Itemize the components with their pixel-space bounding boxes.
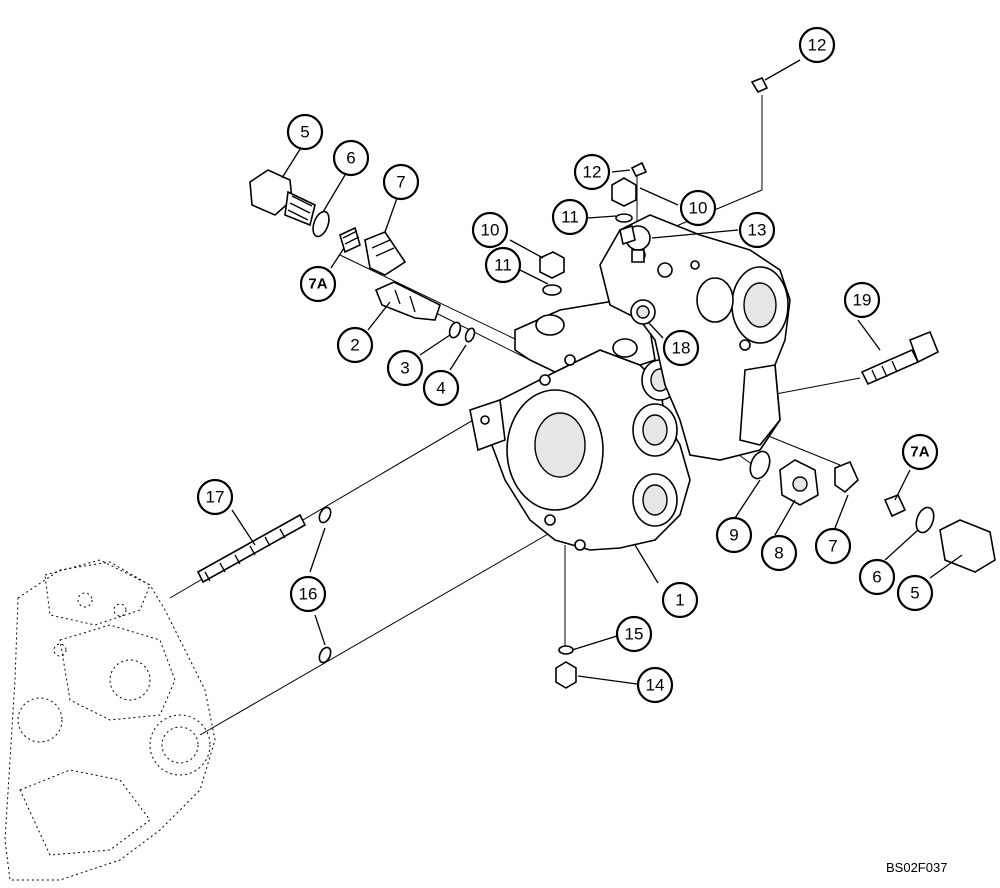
figure-code: BS02F037: [886, 860, 948, 875]
callout-label: 17: [206, 488, 225, 507]
callout-14: 14: [636, 666, 674, 704]
small-rings: [448, 321, 476, 343]
o-ring-left: [312, 210, 330, 238]
callout-2: 2: [336, 326, 374, 364]
callout-10-right: 10: [679, 189, 717, 227]
callout-label: 6: [872, 568, 881, 587]
callout-label: 2: [350, 336, 359, 355]
right-side-parts: [749, 450, 996, 573]
callout-label: 3: [400, 359, 409, 378]
callout-19: 19: [843, 281, 881, 319]
callout-label: 14: [646, 676, 665, 695]
callout-label: 11: [561, 208, 579, 227]
callout-label: 1: [675, 591, 684, 610]
callout-1: 1: [661, 581, 699, 619]
callout-11-right: 11: [551, 198, 589, 236]
callout-label: 8: [774, 544, 783, 563]
callout-16: 16: [289, 575, 327, 613]
callout-label: 7A: [308, 276, 327, 293]
callout-label: 5: [910, 584, 919, 603]
fitting-18: [630, 299, 656, 325]
relief-cartridge-left: [364, 231, 407, 276]
callout-12-mid: 12: [573, 153, 611, 191]
plug-and-ring-top: [539, 76, 769, 296]
callout-label: 10: [689, 199, 708, 218]
callout-7-right: 7: [814, 527, 852, 565]
callout-leaders: [231, 59, 963, 685]
valve-spool: [374, 281, 441, 321]
ghost-pump-outline: [4, 559, 216, 881]
check-valve-tee: [619, 224, 651, 263]
callout-5-right: 5: [896, 574, 934, 612]
o-rings-16: [318, 506, 332, 664]
callout-7-left: 7: [382, 163, 420, 201]
callout-12-top: 12: [798, 26, 836, 64]
spring-left: [339, 226, 361, 254]
callout-6-left: 6: [332, 139, 370, 177]
callout-label: 4: [436, 379, 445, 398]
callout-6-right: 6: [858, 558, 896, 596]
callout-8: 8: [760, 534, 798, 572]
callout-label: 16: [299, 585, 318, 604]
callout-7A-left: 7A: [299, 265, 337, 303]
callout-label: 11: [494, 256, 512, 275]
callout-18: 18: [662, 329, 700, 367]
bolt-19: [860, 330, 940, 386]
callout-label: 7A: [910, 444, 929, 461]
callout-label: 7: [396, 173, 405, 192]
callout-10-left: 10: [471, 211, 509, 249]
callout-9: 9: [715, 516, 753, 554]
callout-label: 9: [729, 526, 738, 545]
callout-label: 6: [346, 149, 355, 168]
callout-11-left: 11: [484, 246, 522, 284]
callout-label: 15: [625, 625, 644, 644]
callout-3: 3: [386, 349, 424, 387]
callout-label: 10: [481, 221, 500, 240]
callout-label: 13: [748, 221, 767, 240]
callout-label: 12: [583, 163, 602, 182]
callout-7A-right: 7A: [901, 433, 939, 471]
drain-plug-14: [555, 645, 577, 689]
callout-15: 15: [615, 615, 653, 653]
callout-label: 18: [672, 339, 691, 358]
callout-label: 12: [808, 36, 827, 55]
callout-13: 13: [738, 211, 776, 249]
tie-rod-17: [196, 513, 307, 584]
callout-5-left: 5: [286, 113, 324, 151]
callout-label: 19: [853, 291, 872, 310]
callout-label: 7: [828, 537, 837, 556]
callout-label: 5: [300, 123, 309, 142]
callout-4: 4: [422, 369, 460, 407]
callout-17: 17: [196, 478, 234, 516]
relief-valve-plug-left: [249, 169, 316, 227]
